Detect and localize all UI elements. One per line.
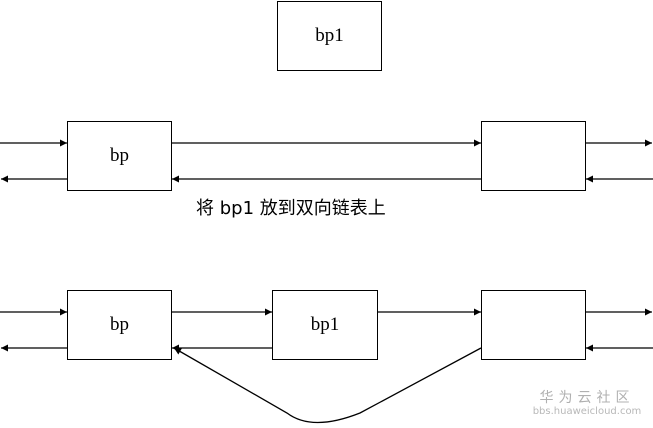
bp-node-after: bp — [67, 290, 172, 360]
bp1-node-after: bp1 — [272, 290, 378, 360]
bp-node: bp — [67, 121, 172, 191]
node-label: bp — [110, 314, 129, 335]
right-node-after — [481, 290, 586, 360]
watermark-title: 华为云社区 — [539, 390, 635, 406]
node-label: bp — [110, 145, 129, 166]
node-label: bp1 — [315, 25, 344, 46]
right-to-bp-curved-prev-arrow — [173, 347, 482, 424]
bp1-node-standalone: bp1 — [277, 1, 382, 71]
node-label: bp1 — [310, 314, 340, 335]
diagram-caption: 将 bp1 放到双向链表上 — [196, 198, 386, 219]
watermark-url: bbs.huaweicloud.com — [532, 406, 642, 417]
right-node — [481, 121, 586, 191]
